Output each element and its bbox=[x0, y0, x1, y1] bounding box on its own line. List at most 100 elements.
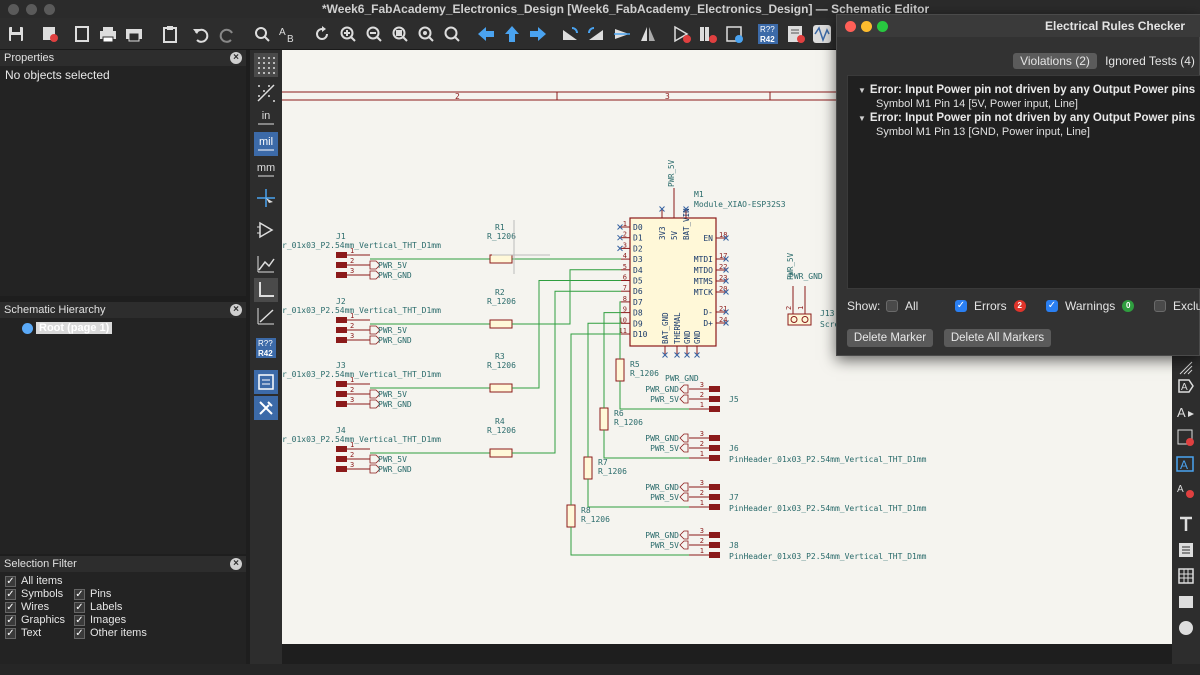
units-mm-button[interactable]: mm bbox=[254, 158, 278, 182]
zoom-window-button[interactable] bbox=[44, 4, 55, 15]
erc-minimize-button[interactable] bbox=[861, 21, 872, 32]
units-mils-button[interactable]: mil bbox=[254, 132, 278, 156]
hierarchy-root-item[interactable]: Root (page 1) bbox=[22, 321, 113, 335]
delete-all-markers-button[interactable]: Delete All Markers bbox=[944, 329, 1051, 347]
filter-graphics[interactable]: ✓Graphics bbox=[5, 614, 65, 626]
show-exclusions-checkbox[interactable]: Exclus bbox=[1154, 299, 1200, 313]
screw-terminal-body bbox=[787, 313, 812, 326]
undo-icon[interactable] bbox=[188, 22, 212, 46]
units-inches-button[interactable]: in bbox=[254, 106, 278, 130]
wire bbox=[512, 290, 621, 454]
symbol-editor-icon[interactable] bbox=[670, 22, 694, 46]
line-45-icon[interactable] bbox=[254, 252, 278, 276]
add-hierarchical-sheet-icon[interactable] bbox=[1175, 357, 1197, 379]
resistor-value: R_1206 bbox=[487, 232, 516, 241]
close-window-button[interactable] bbox=[8, 4, 19, 15]
minimize-window-button[interactable] bbox=[26, 4, 37, 15]
connector-pin-number: 2 bbox=[350, 451, 354, 459]
delete-marker-button[interactable]: Delete Marker bbox=[847, 329, 933, 347]
violation-detail[interactable]: Symbol M1 Pin 13 [GND, Power input, Line… bbox=[876, 126, 1090, 138]
erc-close-button[interactable] bbox=[845, 21, 856, 32]
rotate-ccw-icon[interactable] bbox=[558, 22, 582, 46]
tab-violations[interactable]: Violations (2) bbox=[1013, 53, 1097, 69]
add-text-label-icon[interactable]: A bbox=[1175, 401, 1197, 423]
grid-overrides-icon[interactable] bbox=[254, 81, 278, 105]
footprint-assign-icon[interactable] bbox=[722, 22, 746, 46]
selection-filter-close-icon[interactable]: × bbox=[230, 558, 242, 570]
zoom-selection-icon[interactable] bbox=[440, 22, 464, 46]
navigate-back-icon[interactable] bbox=[474, 22, 498, 46]
tab-ignored-tests[interactable]: Ignored Tests (4) bbox=[1105, 54, 1195, 68]
resistor-ref: R1 bbox=[495, 223, 505, 232]
find-icon[interactable] bbox=[250, 22, 274, 46]
filter-pins[interactable]: ✓Pins bbox=[74, 588, 111, 600]
print-icon[interactable] bbox=[96, 22, 120, 46]
hidden-pins-icon[interactable] bbox=[254, 218, 278, 242]
save-icon[interactable] bbox=[4, 22, 28, 46]
schematic-setup-icon[interactable] bbox=[38, 22, 62, 46]
hierarchy-panel-header: Schematic Hierarchy × bbox=[0, 302, 246, 318]
filter-labels[interactable]: ✓Labels bbox=[74, 601, 122, 613]
filter-images[interactable]: ✓Images bbox=[74, 614, 126, 626]
hierarchy-panel-toggle-icon[interactable] bbox=[254, 370, 278, 394]
zoom-objects-icon[interactable] bbox=[414, 22, 438, 46]
rotate-cw-icon[interactable] bbox=[584, 22, 608, 46]
erc-zoom-button[interactable] bbox=[877, 21, 888, 32]
properties-panel-toggle-icon[interactable] bbox=[254, 396, 278, 420]
navigate-up-icon[interactable] bbox=[500, 22, 524, 46]
properties-close-icon[interactable]: × bbox=[230, 52, 242, 64]
grid-icon[interactable] bbox=[254, 53, 278, 77]
plot-icon[interactable] bbox=[122, 22, 146, 46]
mirror-vertical-icon[interactable] bbox=[610, 22, 634, 46]
add-net-label-icon[interactable]: A bbox=[1175, 453, 1197, 475]
connector-pin-pad bbox=[336, 262, 347, 268]
show-all-label: All bbox=[905, 299, 919, 313]
resistor-body bbox=[615, 358, 625, 382]
redo-icon[interactable] bbox=[216, 22, 240, 46]
add-textbox-icon[interactable] bbox=[1175, 539, 1197, 561]
violation-item[interactable]: ▼Error: Input Power pin not driven by an… bbox=[858, 84, 1195, 96]
erc-icon[interactable] bbox=[784, 22, 808, 46]
line-90-icon[interactable] bbox=[254, 278, 278, 302]
paste-icon[interactable] bbox=[158, 22, 182, 46]
resistor-value: R_1206 bbox=[630, 369, 659, 378]
add-rectangle-icon[interactable] bbox=[1175, 591, 1197, 613]
navigate-forward-icon[interactable] bbox=[526, 22, 550, 46]
cursor-crosshair-icon[interactable] bbox=[254, 186, 278, 210]
line-free-icon[interactable] bbox=[254, 304, 278, 328]
page-settings-icon[interactable] bbox=[70, 22, 94, 46]
zoom-in-icon[interactable] bbox=[336, 22, 360, 46]
show-label: Show: bbox=[847, 299, 881, 313]
filter-other-items[interactable]: ✓Other items bbox=[74, 627, 147, 639]
simulator-icon[interactable] bbox=[810, 22, 834, 46]
refresh-icon[interactable] bbox=[310, 22, 334, 46]
show-all-checkbox[interactable]: All bbox=[886, 299, 918, 313]
filter-wires[interactable]: ✓Wires bbox=[5, 601, 49, 613]
add-table-icon[interactable] bbox=[1175, 565, 1197, 587]
zoom-fit-icon[interactable] bbox=[388, 22, 412, 46]
filter-all-items[interactable]: ✓All items bbox=[5, 575, 63, 587]
annotate-icon[interactable]: R??R42 bbox=[756, 22, 780, 46]
add-text-icon[interactable] bbox=[1175, 513, 1197, 535]
add-hierarchical-label-icon[interactable]: A bbox=[1175, 375, 1197, 397]
symbol-library-icon[interactable] bbox=[696, 22, 720, 46]
hierarchy-close-icon[interactable]: × bbox=[230, 304, 242, 316]
mirror-horizontal-icon[interactable] bbox=[636, 22, 660, 46]
zoom-out-icon[interactable] bbox=[362, 22, 386, 46]
module-pin-name: MTCK bbox=[694, 288, 713, 297]
violation-item[interactable]: ▼Error: Input Power pin not driven by an… bbox=[858, 112, 1195, 124]
filter-symbols[interactable]: ✓Symbols bbox=[5, 588, 63, 600]
checkbox-unchecked-icon bbox=[886, 300, 898, 312]
annotate-icon[interactable]: R??R42 bbox=[254, 336, 278, 360]
add-sheet-pin-icon[interactable] bbox=[1175, 427, 1197, 449]
module-value: Module_XIAO-ESP32S3 bbox=[694, 200, 786, 209]
filter-text[interactable]: ✓Text bbox=[5, 627, 41, 639]
module-pin-number: 20 bbox=[719, 285, 727, 293]
module-pin-name: D+ bbox=[703, 319, 713, 328]
import-sheet-icon[interactable]: A bbox=[1175, 479, 1197, 501]
add-circle-icon[interactable] bbox=[1175, 617, 1197, 639]
violation-detail[interactable]: Symbol M1 Pin 14 [5V, Power input, Line] bbox=[876, 98, 1078, 110]
